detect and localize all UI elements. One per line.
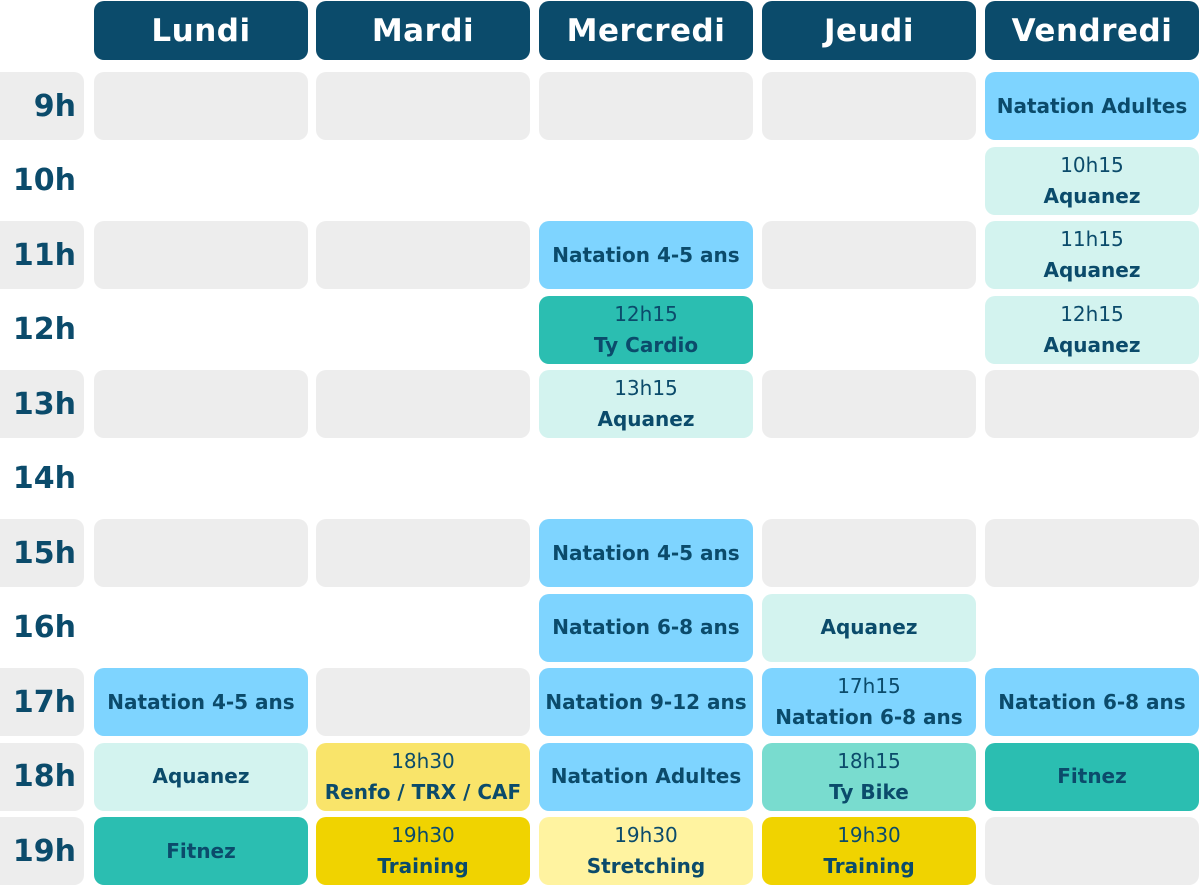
day-header-1: Mardi: [316, 1, 530, 60]
class-slot[interactable]: Fitnez: [985, 742, 1199, 811]
class-slot[interactable]: Natation 6-8 ans: [985, 668, 1199, 736]
hour-label-10: 19h: [0, 817, 84, 885]
class-slot[interactable]: Natation Adultes: [539, 742, 753, 811]
class-name: Natation 4-5 ans: [552, 540, 740, 565]
hour-label-8: 17h: [0, 668, 84, 736]
class-time: 11h15: [1060, 227, 1124, 251]
class-name: Natation 6-8 ans: [998, 689, 1186, 714]
empty-slot: [762, 72, 976, 140]
empty-slot: [985, 519, 1199, 587]
class-name: Fitnez: [1057, 764, 1127, 788]
day-header-4: Vendredi: [985, 1, 1199, 60]
empty-slot: [94, 519, 308, 587]
hour-label-1: 10h: [12, 163, 76, 198]
empty-slot: [985, 370, 1199, 438]
empty-slot: [762, 519, 976, 587]
class-time: 12h15: [614, 301, 678, 326]
class-name: Fitnez: [166, 838, 236, 863]
class-name: Aquanez: [1043, 332, 1141, 357]
hour-label-2: 11h: [0, 221, 84, 289]
class-time: 18h15: [837, 748, 901, 773]
class-name: Training: [377, 854, 469, 878]
day-header-3: Jeudi: [762, 1, 976, 60]
class-name: Aquanez: [1043, 258, 1141, 282]
empty-slot: [762, 370, 976, 438]
empty-slot: [539, 72, 753, 140]
class-time: 18h30: [391, 748, 455, 773]
class-name: Stretching: [586, 854, 706, 878]
class-name: Natation 4-5 ans: [552, 242, 740, 267]
hour-label-3: 12h: [12, 312, 76, 347]
class-name: Natation Adultes: [996, 93, 1188, 118]
class-name: Aquanez: [820, 615, 918, 639]
empty-slot: [316, 370, 530, 438]
hour-label-6: 15h: [0, 519, 84, 587]
hour-label-4: 13h: [0, 370, 84, 438]
hour-label-5: 14h: [12, 461, 76, 496]
empty-slot: [316, 221, 530, 289]
class-name: Ty Cardio: [593, 332, 699, 357]
class-slot[interactable]: 12h15 Ty Cardio: [539, 295, 753, 364]
class-time: 19h30: [391, 823, 455, 847]
hour-label-7: 16h: [12, 610, 76, 645]
class-name: Natation 6-8 ans: [775, 705, 963, 729]
class-slot[interactable]: Natation 4-5 ans: [94, 668, 308, 736]
class-name: Natation 6-8 ans: [552, 615, 740, 639]
class-time: 12h15: [1060, 301, 1124, 326]
empty-slot: [94, 72, 308, 140]
class-slot[interactable]: Natation 4-5 ans: [539, 519, 753, 587]
day-header-0: Lundi: [94, 1, 308, 60]
class-slot[interactable]: Fitnez: [94, 817, 308, 885]
hour-label-0: 9h: [0, 72, 84, 140]
day-header-2: Mercredi: [539, 1, 753, 60]
class-name: Training: [823, 854, 915, 878]
class-name: Aquanez: [152, 764, 250, 788]
class-name: Renfo / TRX / CAF: [324, 779, 522, 804]
empty-slot: [94, 221, 308, 289]
class-name: Ty Bike: [829, 779, 909, 804]
empty-slot: [985, 817, 1199, 885]
class-slot[interactable]: Aquanez: [94, 742, 308, 811]
empty-slot: [762, 221, 976, 289]
class-slot[interactable]: Natation 6-8 ans: [539, 593, 753, 662]
class-slot[interactable]: 18h15 Ty Bike: [762, 742, 976, 811]
class-time: 19h30: [614, 823, 678, 847]
empty-slot: [94, 370, 308, 438]
hour-label-9: 18h: [0, 742, 84, 811]
class-name: Aquanez: [1043, 183, 1141, 208]
class-name: Natation 9-12 ans: [545, 689, 747, 714]
class-slot[interactable]: Aquanez: [762, 593, 976, 662]
class-name: Aquanez: [597, 407, 695, 431]
class-name: Natation 4-5 ans: [107, 689, 295, 714]
empty-slot: [316, 519, 530, 587]
class-slot[interactable]: Natation Adultes: [985, 72, 1199, 140]
class-name: Natation Adultes: [550, 764, 742, 788]
class-slot[interactable]: Natation 4-5 ans: [539, 221, 753, 289]
class-time: 10h15: [1060, 152, 1124, 177]
empty-slot: [316, 72, 530, 140]
class-time: 13h15: [614, 376, 678, 400]
class-time: 17h15: [837, 674, 901, 698]
class-slot[interactable]: Natation 9-12 ans: [539, 668, 753, 736]
class-time: 19h30: [837, 823, 901, 847]
empty-slot: [316, 668, 530, 736]
